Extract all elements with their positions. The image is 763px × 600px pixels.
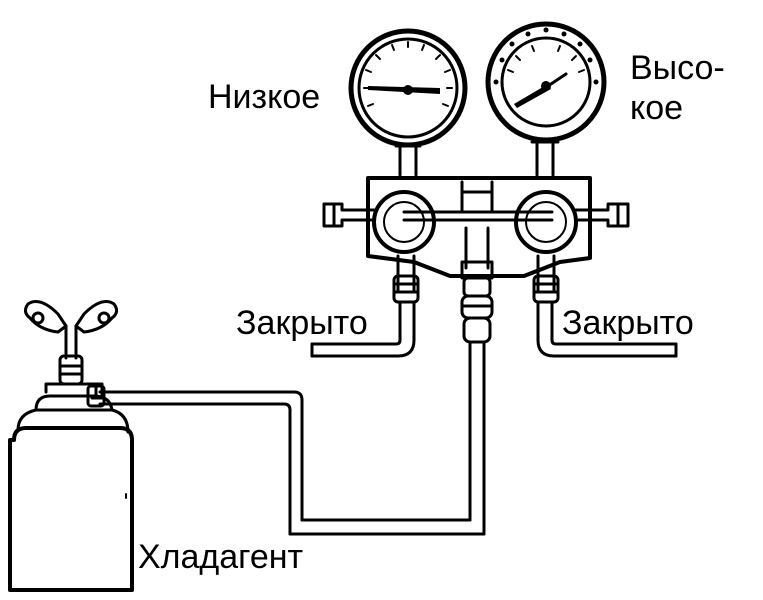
high-pressure-label-line2: кое [630,89,684,127]
high-pressure-label-line1: Высо- [630,49,725,87]
high-pressure-label: Высо- кое [630,48,725,128]
low-pressure-gauge [348,28,468,177]
right-closed-valve [532,254,678,358]
manifold-body [322,176,630,280]
left-valve-closed-label: Закрыто [236,304,368,342]
charging-hose [98,276,494,536]
low-pressure-label: Низкое [208,78,321,116]
high-pressure-gauge [485,21,607,177]
left-closed-valve [310,254,420,358]
refrigerant-can [8,300,134,592]
refrigerant-label: Хладагент [138,538,304,576]
right-valve-closed-label: Закрыто [562,304,694,342]
